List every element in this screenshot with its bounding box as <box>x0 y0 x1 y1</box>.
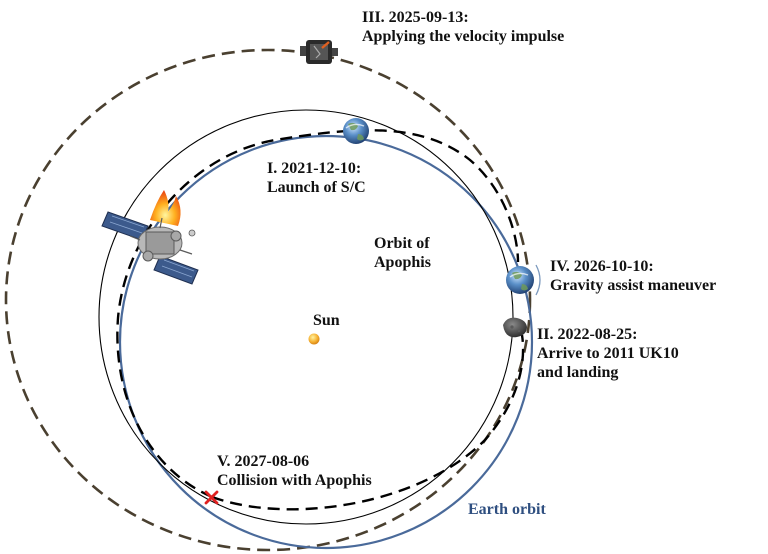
apophis-orbit-label-line1: Orbit of <box>374 235 430 252</box>
sun-label: Sun <box>313 311 340 330</box>
apophis-orbit-line <box>98 109 514 525</box>
spacecraft-icon <box>101 190 199 285</box>
spacecraft-icon <box>300 40 338 64</box>
sun-label-text: Sun <box>313 312 340 329</box>
stage-1-text: Launch of S/C <box>267 179 366 196</box>
apophis-orbit-label-line2: Apophis <box>374 254 431 271</box>
apophis-orbit-label: Orbit of Apophis <box>374 234 431 272</box>
stage-3-text: Applying the velocity impulse <box>362 28 565 45</box>
sun-icon <box>308 333 320 345</box>
stage-2-date: II. 2022-08-25: <box>537 326 638 343</box>
stage-5-label: V. 2027-08-06 Collision with Apophis <box>217 452 372 490</box>
stage-3-date: III. 2025-09-13: <box>362 9 469 26</box>
transfer-arc-dashed-lower <box>211 334 525 511</box>
stage-4-date: IV. 2026-10-10: <box>550 258 654 275</box>
outer-dashed-trajectory <box>4 48 532 552</box>
stage-1-label: I. 2021-12-10: Launch of S/C <box>267 159 366 197</box>
earth-orbit-label: Earth orbit <box>468 500 546 519</box>
stage-1-date: I. 2021-12-10: <box>267 160 362 177</box>
stage-3-label: III. 2025-09-13: Applying the velocity i… <box>362 8 564 46</box>
stage-4-label: IV. 2026-10-10: Gravity assist maneuver <box>550 257 716 295</box>
collision-x-icon <box>204 490 219 505</box>
stage-5-text: Collision with Apophis <box>217 472 372 489</box>
earth-icon <box>343 118 369 144</box>
stage-4-text: Gravity assist maneuver <box>550 277 717 294</box>
earth-orbit-line <box>118 134 534 550</box>
stage-2-line3: and landing <box>537 364 619 381</box>
stage-5-date: V. 2027-08-06 <box>217 453 310 470</box>
earth-icon <box>506 264 541 296</box>
stage-2-label: II. 2022-08-25: Arrive to 2011 UK10 and … <box>537 325 679 382</box>
asteroid-icon <box>503 317 527 338</box>
stage-2-line2: Arrive to 2011 UK10 <box>537 345 679 362</box>
earth-orbit-label-text: Earth orbit <box>468 501 546 518</box>
